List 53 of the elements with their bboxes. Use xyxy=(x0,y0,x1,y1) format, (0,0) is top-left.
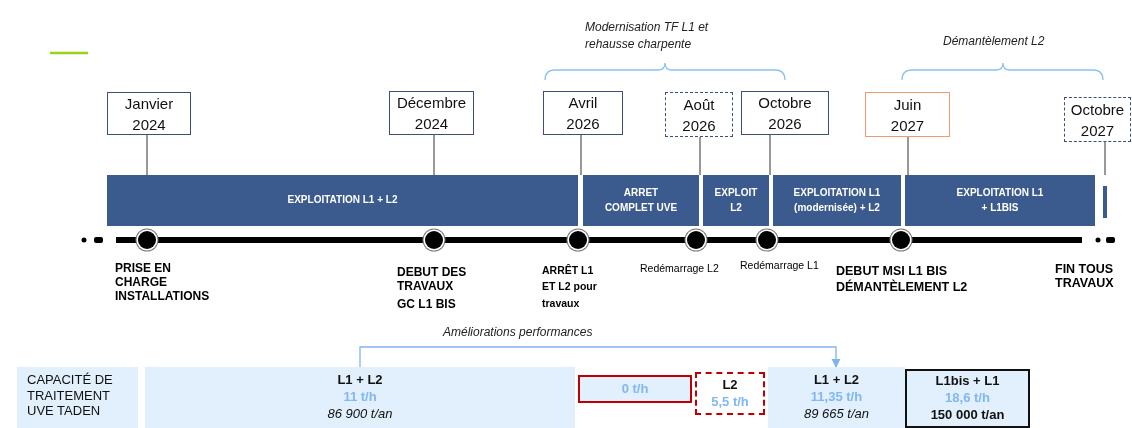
arrow xyxy=(359,346,841,368)
phase-caption: Démantèlement L2 xyxy=(943,33,1046,50)
capacity-rate: 11,35 t/h xyxy=(810,389,863,406)
milestone-label: GC L1 BIS xyxy=(397,297,457,312)
capacity-panel xyxy=(695,372,765,415)
connector-line xyxy=(769,134,771,176)
capacity-panel xyxy=(768,367,905,428)
line-name: L1 + L2 xyxy=(813,372,860,390)
connector-line xyxy=(580,134,582,176)
milestone-label: FIN TOUS TRAVAUX xyxy=(1055,262,1115,291)
capacity-rate: 5,5 t/h xyxy=(711,393,749,411)
connector-line xyxy=(146,134,148,176)
phase-bar: EXPLOITATION L1 (modernisée) + L2 xyxy=(773,175,901,226)
connector-line xyxy=(433,134,435,176)
phase-bar: ARRET COMPLET UVE xyxy=(583,175,699,226)
milestone-label: DEBUT MSI L1 BIS DÉMANTÈLEMENT L2 xyxy=(836,263,969,296)
milestone-dot xyxy=(138,231,156,249)
capacity-panel xyxy=(905,369,1030,428)
phase-bar: EXPLOITATION L1 + L2 xyxy=(107,175,578,226)
milestone-dot xyxy=(569,231,587,249)
capacity-rate: 18,6 t/h xyxy=(945,390,990,407)
date-box: Octobre 2027 xyxy=(1064,97,1131,142)
row-header: CAPACITÉ DE TRAITEMENT UVE TADEN xyxy=(17,367,138,428)
capacity-rate: 11 t/h xyxy=(343,389,377,406)
connector-line xyxy=(1104,141,1106,176)
connector-line xyxy=(699,136,701,176)
milestone-label: DEBUT DES TRAVAUX xyxy=(397,266,468,294)
line-name: L1 + L2 xyxy=(337,372,383,390)
milestone-dot xyxy=(687,231,705,249)
connector-line xyxy=(907,136,909,176)
date-box: Juin 2027 xyxy=(865,92,950,137)
phase-bar: EXPLOITATION L1 + L1BIS xyxy=(905,175,1095,226)
date-box: Août 2026 xyxy=(665,92,733,137)
milestone-dot xyxy=(758,231,776,249)
edge-label: Améliorations performances xyxy=(440,325,596,339)
milestone-dot xyxy=(425,231,443,249)
capacity-panel xyxy=(145,367,575,428)
date-box: Avril 2026 xyxy=(543,91,623,135)
capacity-rate: 0 t/h xyxy=(621,380,649,398)
milestone-label: PRISE EN CHARGE INSTALLATIONS xyxy=(115,262,210,304)
annual-capacity: 86 900 t/an xyxy=(327,405,393,423)
line-name: L1bis + L1 xyxy=(935,373,1000,391)
capacity-panel xyxy=(578,375,692,403)
date-box: Octobre 2026 xyxy=(741,91,829,135)
date-box: Décembre 2024 xyxy=(389,91,474,135)
phase-bar: EXPLOIT L2 xyxy=(703,175,769,226)
annual-capacity: 150 000 t/an xyxy=(930,406,1005,424)
milestone-dot xyxy=(892,231,910,249)
line-name: L2 xyxy=(722,376,738,394)
milestone-label: ARRÊT L1 ET L2 pour travaux xyxy=(542,263,598,311)
date-box: Janvier 2024 xyxy=(107,92,191,135)
annual-capacity: 89 665 t/an xyxy=(803,405,870,423)
phase-caption: Modernisation TF L1 et rehausse charpente xyxy=(585,19,710,53)
